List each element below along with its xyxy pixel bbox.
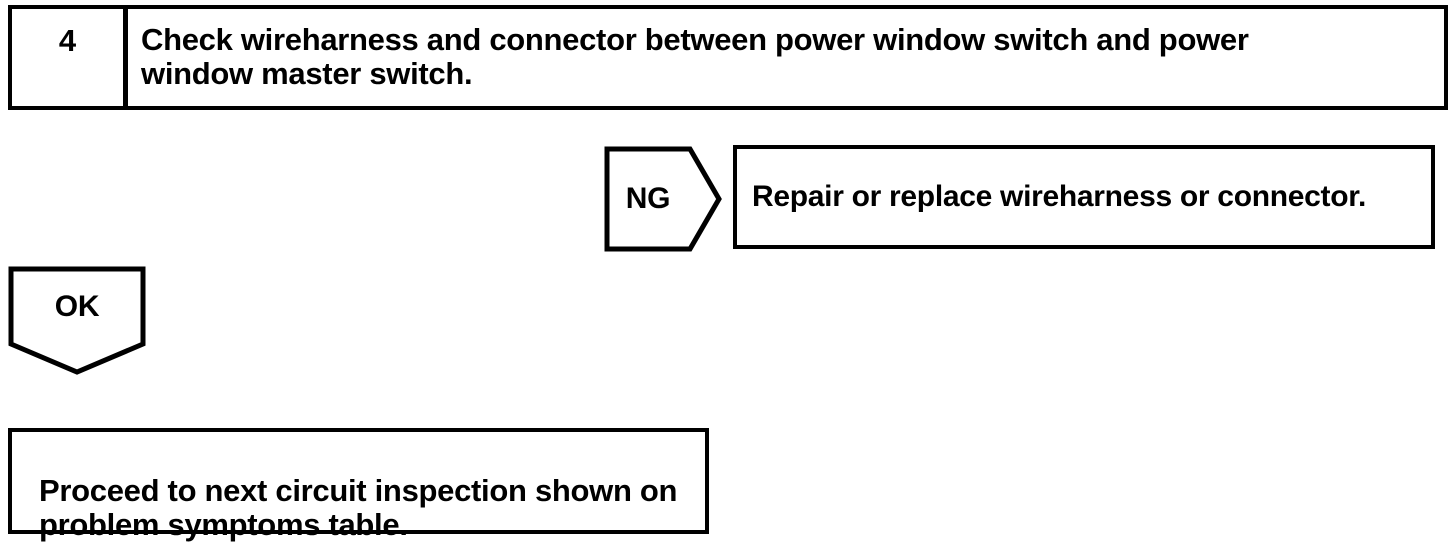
ng-action-box: Repair or replace wireharness or connect… [733,145,1435,249]
step-box: 4 Check wireharness and connector betwee… [8,5,1448,110]
step-number: 4 [58,23,77,58]
ok-action-text: Proceed to next circuit inspection shown… [39,473,678,542]
step-instruction-text: Check wireharness and connector between … [141,22,1249,91]
ok-action-box: Proceed to next circuit inspection shown… [8,428,709,542]
ng-connector: NG [604,146,722,252]
step-number-cell: 4 [12,9,128,106]
ok-pentagon-icon [8,266,146,375]
ng-label: NG [625,182,671,215]
ng-pentagon-icon [604,146,722,252]
ng-action-text: Repair or replace wireharness or connect… [752,180,1367,213]
ok-connector: OK [8,266,146,376]
ok-label: OK [54,290,100,323]
